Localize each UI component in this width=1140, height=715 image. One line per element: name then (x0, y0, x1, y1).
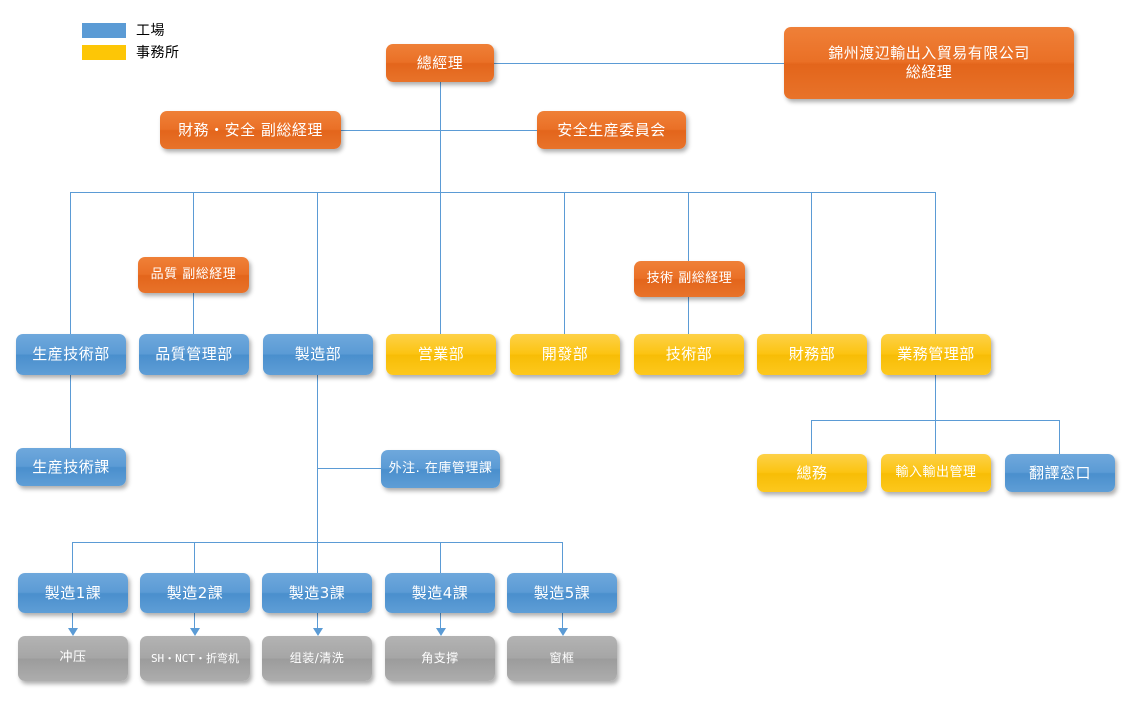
node-process-3[interactable]: 组装/清洗 (262, 636, 372, 681)
node-dept-development[interactable]: 開發部 (510, 334, 620, 375)
connector-drop-prod-tech (70, 192, 71, 334)
legend-item-factory: 工場 (82, 20, 180, 40)
connector-drop-general-affairs (811, 420, 812, 454)
connector-mfg-1-to-proc (72, 613, 73, 630)
connector-mfg-2-to-proc (194, 613, 195, 630)
connector-gm-to-bus (440, 130, 441, 192)
node-dept-sales[interactable]: 営業部 (386, 334, 496, 375)
node-dept-finance[interactable]: 財務部 (757, 334, 867, 375)
legend-label-office: 事務所 (136, 45, 180, 61)
connector-drop-mfg-2 (194, 542, 195, 573)
connector-manufacturing-trunk (317, 375, 318, 543)
node-quality-vice-gm[interactable]: 品質 副総経理 (138, 257, 249, 293)
node-technology-vice-gm[interactable]: 技術 副総経理 (634, 261, 745, 297)
node-dept-business-administration[interactable]: 業務管理部 (881, 334, 991, 375)
node-dept-technology[interactable]: 技術部 (634, 334, 744, 375)
node-dept-quality-control[interactable]: 品質管理部 (139, 334, 249, 375)
legend-label-factory: 工場 (136, 23, 165, 39)
connector-vgm-to-committee (341, 130, 537, 131)
node-safety-production-committee[interactable]: 安全生産委員会 (537, 111, 686, 149)
legend: 工場 事務所 (82, 20, 180, 64)
node-process-2[interactable]: SH・NCT・折弯机 (140, 636, 250, 681)
connector-drop-development (564, 192, 565, 334)
node-section-import-export-management[interactable]: 輸入輸出管理 (881, 454, 991, 492)
connector-drop-business-admin (935, 192, 936, 334)
arrow-proc-5 (558, 628, 568, 636)
connector-mfg-5-to-proc (562, 613, 563, 630)
node-mfg-section-1[interactable]: 製造1課 (18, 573, 128, 613)
node-mfg-section-3[interactable]: 製造3課 (262, 573, 372, 613)
node-mfg-section-5[interactable]: 製造5課 (507, 573, 617, 613)
node-finance-safety-vice-gm[interactable]: 財務・安全 副総経理 (160, 111, 341, 149)
connector-drop-finance (811, 192, 812, 334)
connector-prod-tech-to-section (70, 375, 71, 448)
connector-mfg-4-to-proc (440, 613, 441, 630)
node-parent-company[interactable]: 錦州渡辺輸出入貿易有限公司 総経理 (784, 27, 1074, 99)
connector-gm-down (440, 82, 441, 130)
node-general-manager[interactable]: 總經理 (386, 44, 494, 82)
connector-drop-import-export (935, 420, 936, 454)
node-dept-manufacturing[interactable]: 製造部 (263, 334, 373, 375)
node-mfg-section-2[interactable]: 製造2課 (140, 573, 250, 613)
connector-drop-sales (440, 192, 441, 334)
connector-manufacturing-to-outsourcing (317, 468, 381, 469)
connector-drop-mfg-1 (72, 542, 73, 573)
arrow-proc-2 (190, 628, 200, 636)
connector-drop-mfg-3 (317, 542, 318, 573)
arrow-proc-4 (436, 628, 446, 636)
connector-business-admin-trunk (935, 375, 936, 454)
node-process-4[interactable]: 角支撑 (385, 636, 495, 681)
node-mfg-section-4[interactable]: 製造4課 (385, 573, 495, 613)
node-process-5[interactable]: 窗框 (507, 636, 617, 681)
connector-department-bus (70, 192, 935, 193)
node-section-translation-window[interactable]: 翻譯窓口 (1005, 454, 1115, 492)
connector-gm-to-parent (494, 63, 784, 64)
node-section-production-technology[interactable]: 生産技術課 (16, 448, 126, 486)
node-section-outsourcing-inventory[interactable]: 外注. 在庫管理課 (381, 450, 500, 488)
node-section-general-affairs[interactable]: 總務 (757, 454, 867, 492)
connector-drop-translation (1059, 420, 1060, 454)
node-dept-production-technology[interactable]: 生産技術部 (16, 334, 126, 375)
connector-drop-mfg-5 (562, 542, 563, 573)
legend-swatch-office (82, 44, 126, 60)
arrow-proc-3 (313, 628, 323, 636)
connector-drop-manufacturing (317, 192, 318, 334)
connector-mfg-3-to-proc (317, 613, 318, 630)
node-process-1[interactable]: 冲压 (18, 636, 128, 681)
arrow-proc-1 (68, 628, 78, 636)
connector-drop-mfg-4 (440, 542, 441, 573)
legend-swatch-factory (82, 22, 126, 38)
legend-item-office: 事務所 (82, 42, 180, 62)
